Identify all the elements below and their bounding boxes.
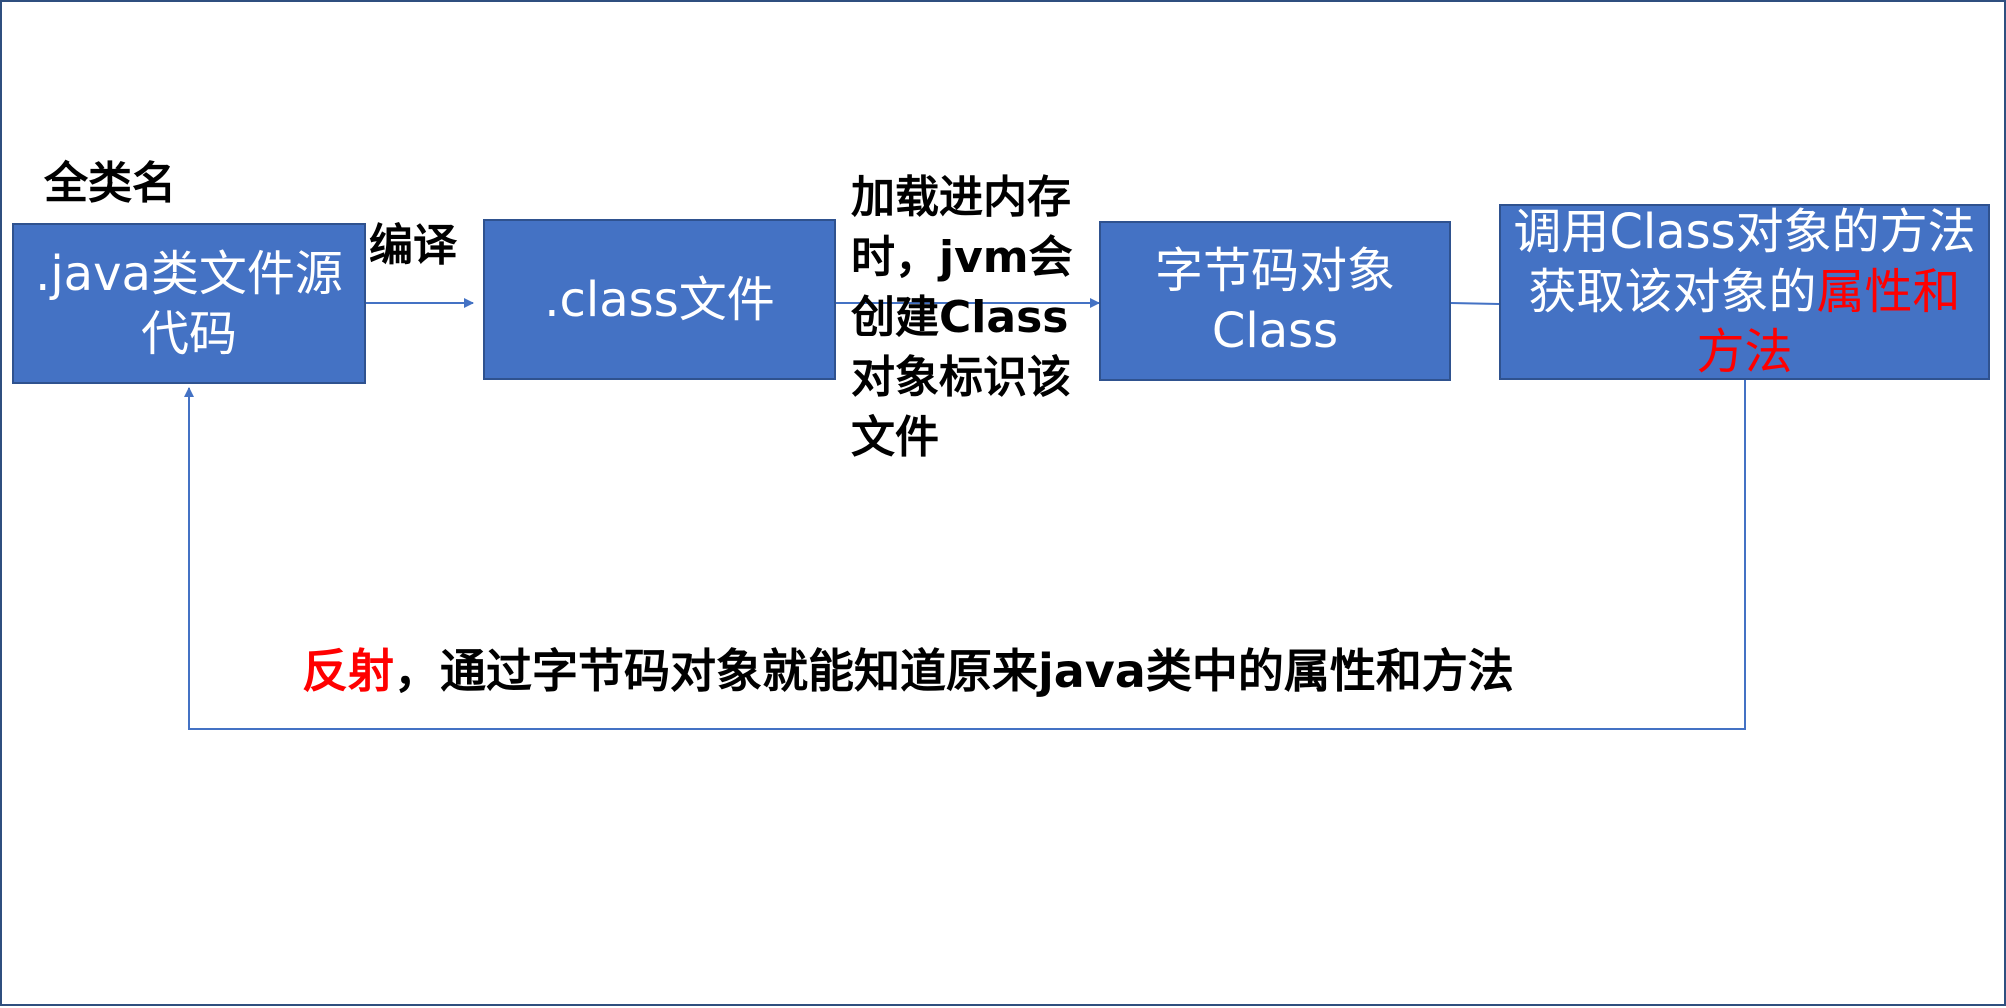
load-label-line-4: 对象标识该 — [851, 352, 1071, 403]
box-invoke-methods: 调用Class对象的方法 获取该对象的属性和 方法 — [1499, 204, 1990, 380]
full-class-name-text: 全类名 — [44, 158, 176, 209]
box-java-source-line-1: .java类文件源 — [35, 245, 343, 302]
box-invoke-methods-line-3-highlight: 方法 — [1696, 324, 1793, 380]
box-bytecode-object: 字节码对象 Class — [1099, 221, 1451, 381]
box-invoke-methods-line-2-highlight: 属性和 — [1816, 264, 1961, 320]
box-java-source: .java类文件源 代码 — [12, 223, 366, 384]
compile-text: 编译 — [369, 220, 457, 271]
full-class-name-label: 全类名 — [44, 155, 176, 213]
box-java-source-text: .java类文件源 代码 — [35, 244, 343, 364]
box-bytecode-object-line-2: Class — [1211, 303, 1339, 359]
box-java-source-line-2: 代码 — [140, 305, 237, 362]
box-invoke-methods-line-2-plain: 获取该对象的 — [1528, 264, 1817, 320]
box-invoke-methods-text: 调用Class对象的方法 获取该对象的属性和 方法 — [1513, 202, 1975, 382]
reflection-caption-keyword: 反射 — [302, 644, 394, 698]
box-bytecode-object-line-1: 字节码对象 — [1154, 243, 1395, 299]
box-class-file: .class文件 — [483, 219, 836, 380]
load-label-line-1: 加载进内存 — [851, 172, 1071, 223]
compile-label: 编译 — [369, 217, 457, 275]
load-label-line-3: 创建Class — [851, 292, 1069, 343]
box-class-file-text: .class文件 — [544, 271, 775, 328]
box-invoke-methods-line-1: 调用Class对象的方法 — [1513, 204, 1976, 260]
load-label: 加载进内存 时，jvm会 创建Class 对象标识该 文件 — [851, 168, 1073, 468]
reflection-caption-description: ，通过字节码对象就能知道原来java类中的属性和方法 — [394, 644, 1514, 698]
box-bytecode-object-text: 字节码对象 Class — [1155, 241, 1395, 361]
connector-bytecode-invoke — [1450, 302, 1500, 305]
box-invoke-methods-line-2: 获取该对象的属性和 — [1513, 262, 1975, 322]
load-label-line-2: 时，jvm会 — [851, 232, 1073, 283]
reflection-caption: 反射，通过字节码对象就能知道原来java类中的属性和方法 — [302, 642, 1514, 700]
load-label-line-5: 文件 — [851, 412, 939, 463]
